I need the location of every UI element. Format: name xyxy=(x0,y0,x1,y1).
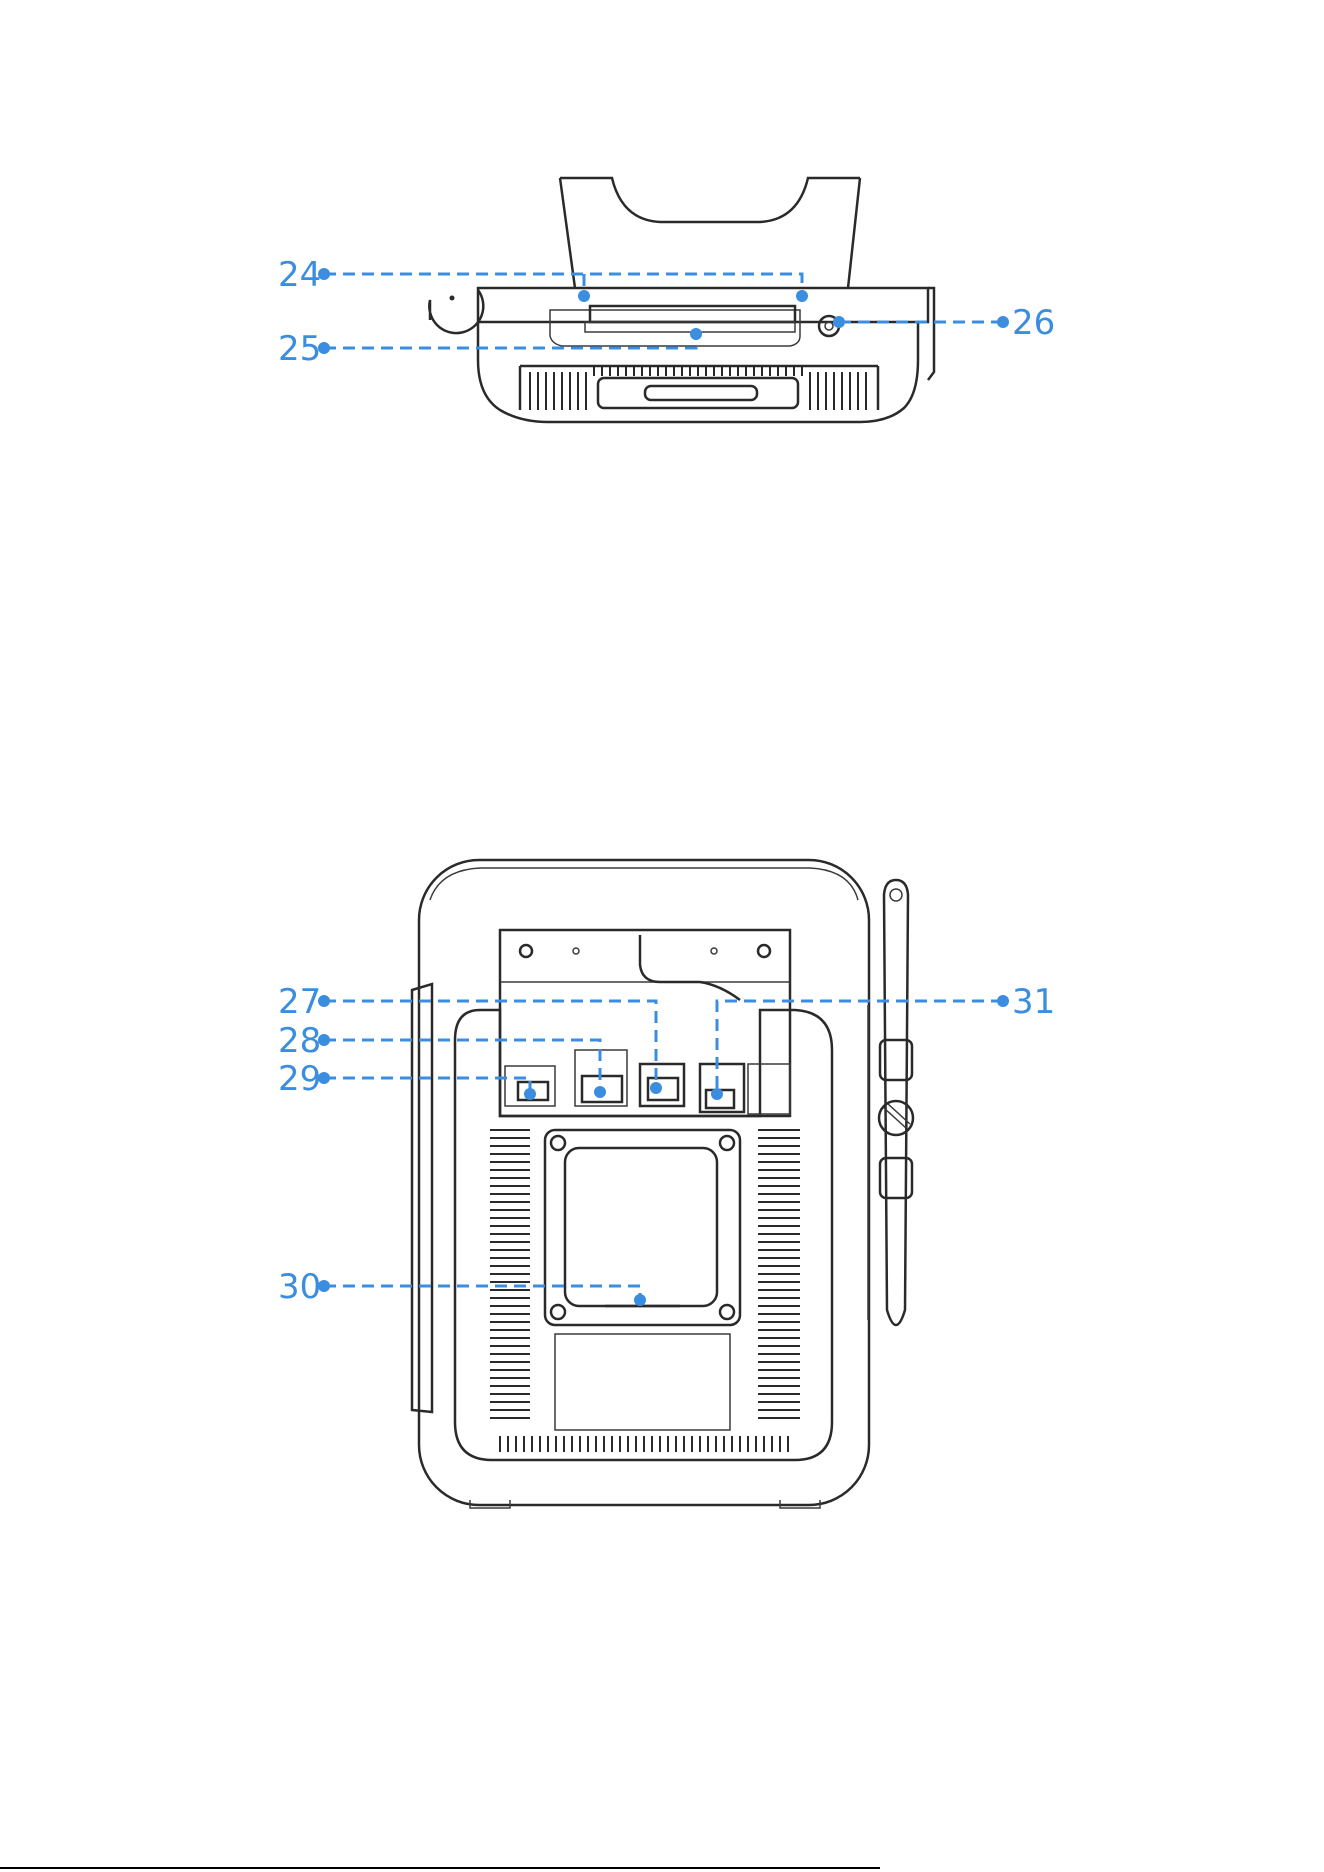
callout-24: 24 xyxy=(278,255,808,302)
back-view-stylus xyxy=(868,880,913,1325)
top-view-figure xyxy=(429,178,934,422)
top-view-vent-slots xyxy=(530,366,866,410)
top-view-connector-slot xyxy=(590,306,795,322)
back-view-vents-right xyxy=(758,1130,800,1418)
callout-label-30: 30 xyxy=(278,1267,321,1307)
hook-pin xyxy=(450,296,455,301)
back-view-cable xyxy=(640,935,740,1000)
back-view-figure xyxy=(412,860,913,1508)
back-view-label-plate xyxy=(555,1334,730,1430)
back-view-mount-inner xyxy=(565,1148,717,1306)
callout-25: 25 xyxy=(278,328,702,369)
callout-label-25: 25 xyxy=(278,329,321,369)
callout-label-24: 24 xyxy=(278,255,321,295)
callout-label-29: 29 xyxy=(278,1059,321,1099)
back-view-vents-bottom xyxy=(500,1436,788,1452)
back-view-outer-body xyxy=(419,860,869,1505)
top-view-connector-base xyxy=(585,322,795,332)
top-view-recess xyxy=(550,310,800,346)
top-view-handle xyxy=(598,378,798,408)
back-view-vents-left xyxy=(490,1130,530,1418)
top-view-left-hook xyxy=(429,290,483,333)
callout-label-27: 27 xyxy=(278,982,321,1022)
callout-label-26: 26 xyxy=(1012,303,1055,343)
callout-28: 28 xyxy=(278,1021,606,1098)
callout-label-31: 31 xyxy=(1012,982,1055,1022)
top-view-handle-grip xyxy=(645,386,757,400)
callout-label-28: 28 xyxy=(278,1021,321,1061)
callout-30: 30 xyxy=(278,1267,646,1307)
back-view-port-bay xyxy=(500,930,790,1116)
top-view-cradle xyxy=(560,178,860,288)
callout-29: 29 xyxy=(278,1059,536,1100)
back-view-ports xyxy=(505,1050,790,1114)
callout-26: 26 xyxy=(833,303,1055,343)
back-view-top-shoulder xyxy=(430,868,858,900)
back-view-left-strap xyxy=(412,984,432,1412)
